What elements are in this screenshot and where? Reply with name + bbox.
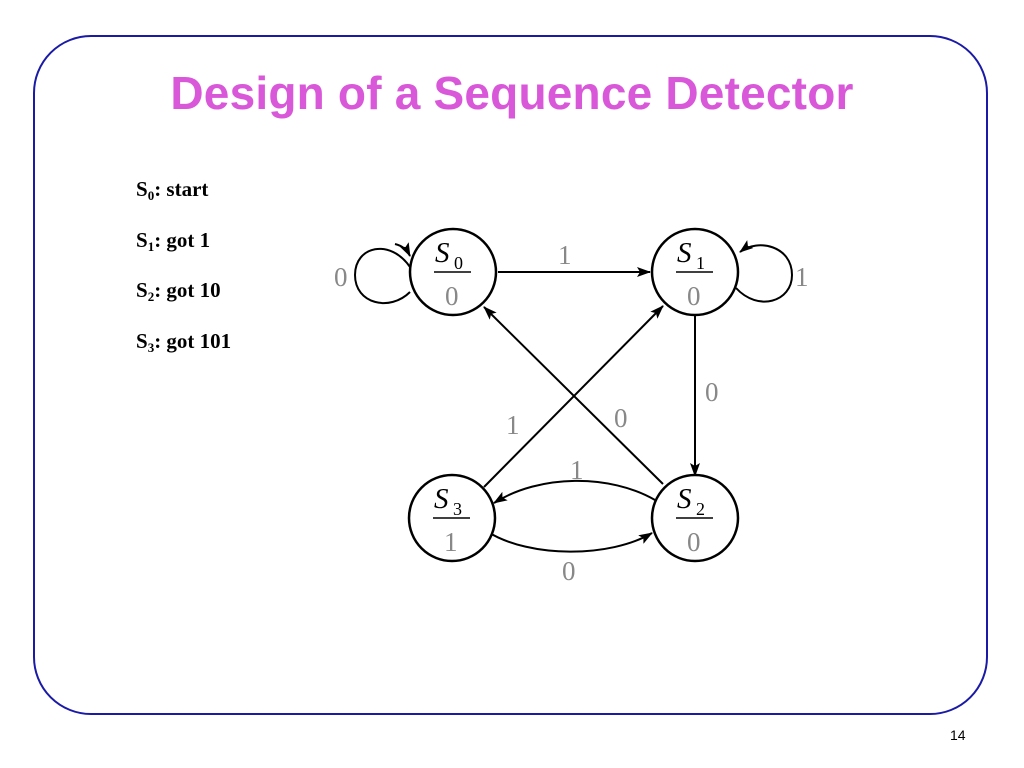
edge-label-s2-s0: 0	[614, 403, 628, 433]
state-s0: S 0 0	[408, 227, 498, 317]
legend-text: : got 1	[154, 227, 211, 252]
transition-s3-s2	[487, 531, 653, 553]
state-output: 0	[445, 281, 459, 311]
state-name: S	[677, 237, 692, 269]
legend-item-s3: S3: got 101	[136, 329, 231, 354]
legend-item-s1: S1: got 1	[136, 228, 231, 253]
legend-text: : got 10	[154, 278, 221, 302]
legend-symbol: S	[136, 177, 148, 201]
state-name-subscript: 0	[454, 253, 463, 273]
edge-label-s3-s1: 1	[506, 410, 520, 440]
legend-text: : start	[154, 177, 209, 201]
state-s3: S 3 1	[407, 473, 497, 563]
slide-frame	[33, 35, 988, 715]
legend-symbol: S	[136, 328, 148, 353]
legend-subscript: 2	[147, 289, 155, 304]
legend-item-s2: S2: got 10	[136, 278, 231, 303]
legend-subscript: 1	[147, 238, 155, 254]
state-name: S	[434, 483, 449, 515]
slide-title: Design of a Sequence Detector	[170, 67, 854, 119]
transition-s0-self-tip	[394, 242, 411, 257]
state-s1: S 1 0	[650, 227, 740, 317]
legend-subscript: 0	[147, 188, 155, 203]
state-name-subscript: 2	[696, 499, 705, 519]
legend-symbol: S	[136, 227, 148, 252]
edge-label-s0-s0: 0	[334, 262, 348, 292]
legend-item-s0: S0: start	[136, 177, 231, 202]
edge-label-s0-s1: 1	[558, 240, 572, 270]
state-name: S	[435, 237, 450, 269]
edge-label-s1-s1: 1	[795, 262, 809, 292]
transition-s1-self	[735, 240, 794, 303]
state-output: 1	[444, 527, 458, 557]
state-output: 0	[687, 527, 701, 557]
state-output: 0	[687, 281, 701, 311]
edge-label-s1-s2: 0	[705, 377, 719, 407]
state-name: S	[677, 483, 692, 515]
page-number: 14	[950, 727, 966, 743]
state-s2: S 2 0	[650, 473, 740, 563]
state-name-subscript: 3	[453, 499, 462, 519]
legend-subscript: 3	[147, 339, 155, 355]
edge-label-s2-s3: 1	[570, 455, 584, 485]
state-name-subscript: 1	[696, 253, 705, 273]
edge-label-s3-s2: 0	[562, 556, 576, 586]
legend-symbol: S	[136, 278, 148, 302]
transition-s0-self	[353, 247, 411, 305]
transition-s2-s3	[493, 479, 656, 504]
legend-text: : got 101	[154, 328, 232, 353]
state-legend: S0: start S1: got 1 S2: got 10 S3: got 1…	[136, 177, 231, 379]
transition-s3-s1	[483, 305, 664, 488]
